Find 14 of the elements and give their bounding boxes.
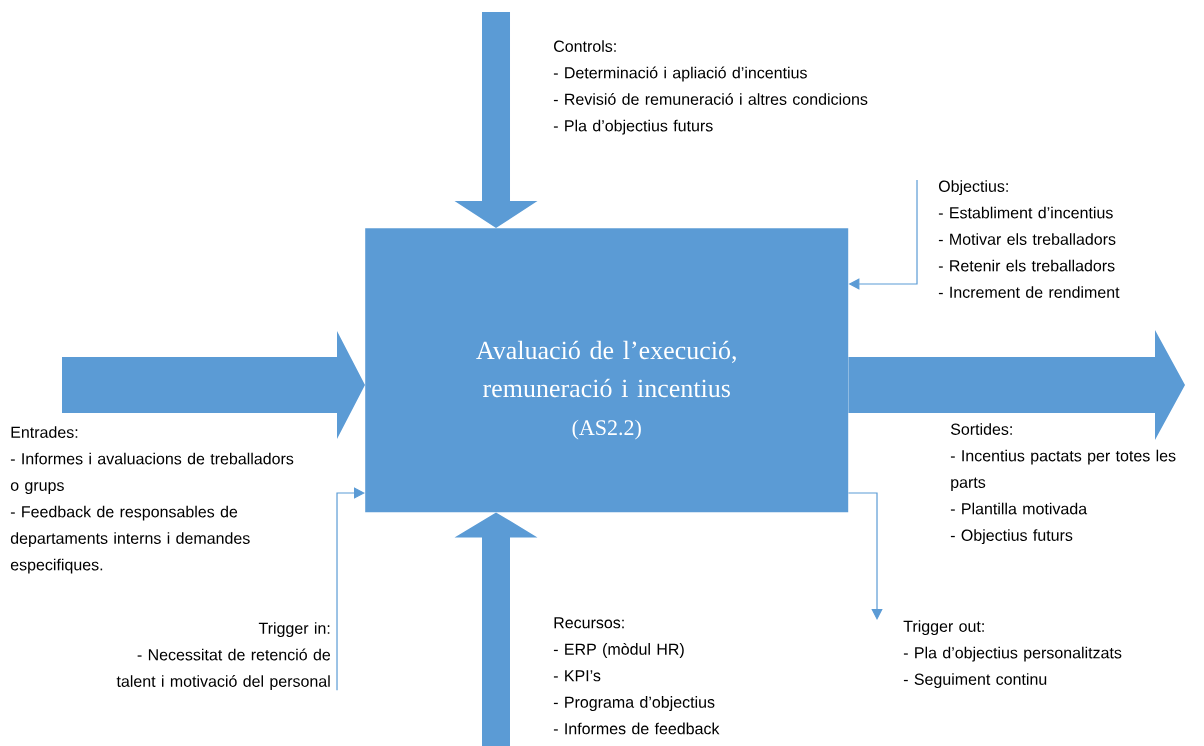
bullet-list: Objectius: - Establiment d’incentius - Motivar els treballadors - Retenir els treballadors - Increment de rendiment — [938, 180, 1120, 298]
block-arrow — [454, 12, 538, 228]
block-arrow — [848, 330, 1185, 440]
bullet-list: Trigger out: - Pla d’objectius personalitzats - Seguiment continu — [903, 620, 1122, 689]
bullet-list: Sortides: - Incentius pactats per totes les parts - Plantilla motivada - Objectius futurs — [950, 423, 1176, 545]
arrow — [847, 492, 883, 620]
bullet-list: Trigger in: - Necessitat de retenció de talent i motivació del personal — [116, 622, 331, 691]
bullet-list: Controls: - Determinació i apliació d’incentius - Revisió de remuneració i altres condicions - Pla d’objectius futurs — [553, 40, 868, 135]
process-box: Avaluació de l’execució, remuneració i incentius (AS2.2) — [365, 228, 849, 513]
block-arrow — [62, 331, 365, 439]
arrow — [336, 487, 365, 691]
bullet-list: Entrades: - Informes i avaluacions de treballadors o grups - Feedback de responsables de departaments interns i demandes especifiques. — [10, 426, 294, 574]
bullet-list: Recursos: - ERP (mòdul HR) - KPI’s - Programa d’objectius - Informes de feedback — [553, 617, 720, 735]
block-arrow — [454, 512, 538, 746]
